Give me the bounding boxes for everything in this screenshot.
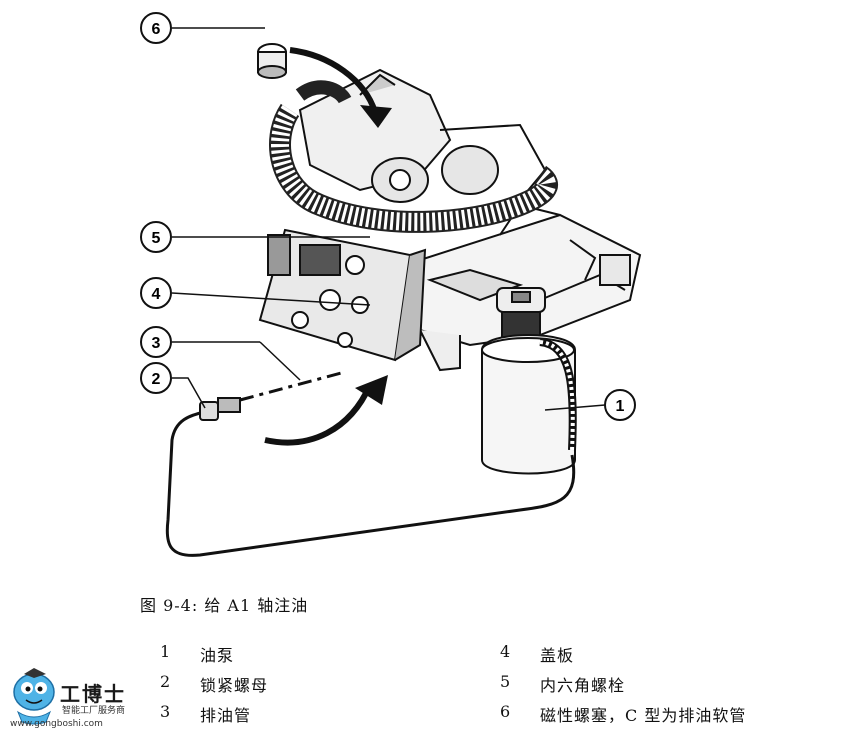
callout-5: 5 bbox=[140, 221, 172, 253]
legend-label: 油泵 bbox=[200, 646, 235, 665]
magnetic-plug-illustration bbox=[257, 43, 287, 79]
drain-pipe-illustration bbox=[239, 370, 346, 402]
fill-arrow-head bbox=[355, 375, 388, 405]
callout-2: 2 bbox=[140, 362, 172, 394]
figure-caption: 图 9-4: 给 A1 轴注油 bbox=[140, 596, 309, 615]
svg-text:2: 2 bbox=[152, 371, 161, 388]
plug-direction-arrow bbox=[289, 47, 378, 113]
oil-hose-illustration bbox=[165, 410, 576, 557]
mascot-logo-icon bbox=[13, 668, 55, 725]
oil-pump-illustration bbox=[481, 287, 577, 475]
callout-1: 1 bbox=[604, 389, 636, 421]
callout-3: 3 bbox=[140, 326, 172, 358]
callout-6: 6 bbox=[140, 12, 172, 44]
legend-label: 锁紧螺母 bbox=[200, 676, 269, 695]
cover-plate-illustration bbox=[258, 228, 427, 362]
corrugated-hose-illustration bbox=[269, 80, 558, 233]
callout-leaders bbox=[171, 27, 606, 411]
svg-text:4: 4 bbox=[152, 286, 161, 303]
fill-direction-arrow bbox=[264, 383, 373, 446]
legend-number: 1 bbox=[160, 642, 171, 661]
svg-text:3: 3 bbox=[152, 335, 161, 352]
svg-text:5: 5 bbox=[152, 230, 161, 247]
robot-axis-oil-figure: 6 5 4 3 2 1 bbox=[140, 12, 642, 557]
plug-arrow-head bbox=[360, 105, 392, 128]
svg-text:6: 6 bbox=[152, 21, 161, 38]
svg-text:1: 1 bbox=[616, 398, 625, 415]
legend-label: 盖板 bbox=[540, 646, 575, 665]
watermark-brand: 工博士 bbox=[60, 682, 126, 706]
legend-label: 排油管 bbox=[200, 706, 252, 725]
callout-4: 4 bbox=[140, 277, 172, 309]
legend-number: 6 bbox=[500, 702, 511, 721]
legend-number: 5 bbox=[500, 672, 511, 691]
legend-label: 磁性螺塞，C 型为排油软管 bbox=[540, 706, 747, 725]
legend-number: 2 bbox=[160, 672, 171, 691]
legend-number: 3 bbox=[160, 702, 171, 721]
lock-nut-illustration bbox=[199, 397, 241, 421]
legend-label: 内六角螺栓 bbox=[540, 676, 626, 695]
legend-number: 4 bbox=[500, 642, 511, 661]
watermark-url: www.gongboshi.com bbox=[10, 719, 103, 729]
watermark-tagline: 智能工厂服务商 bbox=[62, 706, 126, 716]
